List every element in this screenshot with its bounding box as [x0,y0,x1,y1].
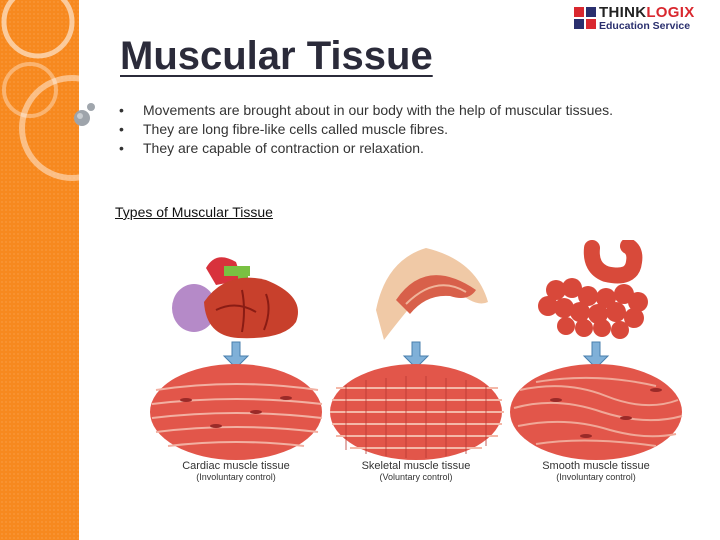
skeletal-figure: Skeletal muscle tissue (Voluntary contro… [326,240,506,485]
figure-caption: Smooth muscle tissue [542,460,650,472]
down-arrow-icon [582,341,610,369]
down-arrow-icon [402,341,430,369]
stomach-intestine-illustration [510,238,683,460]
smooth-figure: Smooth muscle tissue (Involuntary contro… [506,238,686,485]
heart-illustration [150,257,323,460]
slide-title: Muscular Tissue [120,34,433,78]
section-subheading: Types of Muscular Tissue [115,204,273,220]
bullet-item: They are long fibre-like cells called mu… [115,120,655,139]
bullet-list: Movements are brought about in our body … [115,101,655,158]
figure-caption: Skeletal muscle tissue [361,460,471,472]
down-arrow-icon [222,341,250,369]
logo-mark-icon [574,7,596,29]
arm-muscle-illustration [330,248,504,460]
logo-name-logix: LOGIX [646,3,695,21]
logo-tagline: Education Service [599,19,691,32]
figure-control: (Voluntary control) [379,472,453,482]
logo-name-think: THINK [599,3,647,21]
bullet-decoration-dots [74,103,95,126]
sidebar-circles [1,0,79,181]
brand-logo: THINKLOGIX Education Service [574,4,695,32]
figure-control: (Involuntary control) [556,472,636,482]
sidebar-decoration [0,0,79,540]
cardiac-figure: Cardiac muscle tissue (Involuntary contr… [146,240,326,485]
figure-caption: Cardiac muscle tissue [182,460,290,472]
bullet-item: Movements are brought about in our body … [115,101,655,120]
figure-control: (Involuntary control) [196,472,276,482]
bullet-item: They are capable of contraction or relax… [115,139,655,158]
